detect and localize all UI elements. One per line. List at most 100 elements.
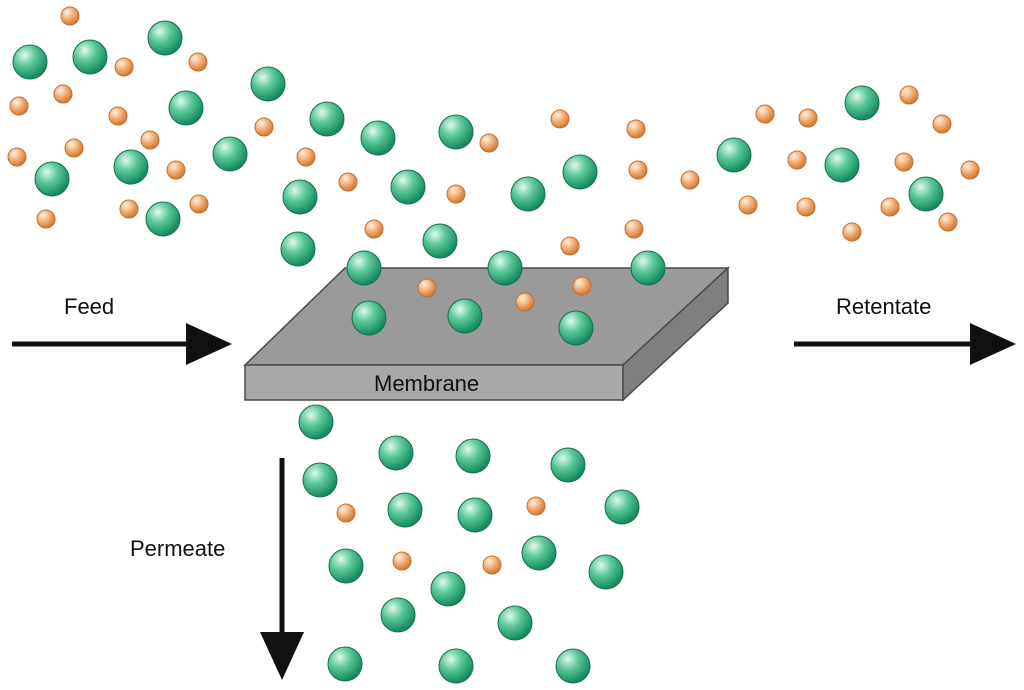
small-particle: [338, 172, 358, 192]
small-particle: [680, 170, 700, 190]
retentate-arrow: [794, 323, 1016, 365]
small-particle: [796, 197, 816, 217]
feed-label: Feed: [64, 294, 114, 319]
large-particle: [378, 435, 414, 471]
small-particle: [7, 147, 27, 167]
small-particle: [188, 52, 208, 72]
small-particle: [254, 117, 274, 137]
membrane-side-face: [622, 266, 729, 402]
small-particle: [932, 114, 952, 134]
large-particle: [438, 114, 474, 150]
large-particle: [328, 548, 364, 584]
small-particle: [296, 147, 316, 167]
small-particle: [119, 199, 139, 219]
large-particle: [716, 137, 752, 173]
membrane: [243, 266, 730, 402]
large-particle: [390, 169, 426, 205]
large-particle: [360, 120, 396, 156]
large-particle: [387, 492, 423, 528]
large-particle: [34, 161, 70, 197]
small-particle: [787, 150, 807, 170]
small-particle: [550, 109, 570, 129]
small-particle: [515, 292, 535, 312]
small-particle: [336, 503, 356, 523]
feed-arrow: [12, 323, 232, 365]
large-particle: [487, 250, 523, 286]
large-particle: [550, 447, 586, 483]
small-particle: [36, 209, 56, 229]
large-particle: [168, 90, 204, 126]
large-particle: [604, 489, 640, 525]
small-particle: [482, 555, 502, 575]
large-particle: [497, 605, 533, 641]
small-particle: [140, 130, 160, 150]
large-particle: [147, 20, 183, 56]
large-particle: [282, 179, 318, 215]
small-particle: [798, 108, 818, 128]
small-particle: [755, 104, 775, 124]
permeate-arrow: [260, 458, 304, 680]
small-particle: [189, 194, 209, 214]
particle-layer: [7, 6, 980, 684]
large-particle: [309, 101, 345, 137]
large-particle: [558, 310, 594, 346]
small-particle: [53, 84, 73, 104]
permeate-label: Permeate: [130, 536, 225, 561]
large-particle: [555, 648, 591, 684]
small-particle: [9, 96, 29, 116]
large-particle: [521, 535, 557, 571]
small-particle: [479, 133, 499, 153]
small-particle: [446, 184, 466, 204]
large-particle: [212, 136, 248, 172]
small-particle: [938, 212, 958, 232]
large-particle: [298, 404, 334, 440]
large-particle: [630, 250, 666, 286]
large-particle: [510, 176, 546, 212]
small-particle: [392, 551, 412, 571]
small-particle: [60, 6, 80, 26]
large-particle: [145, 201, 181, 237]
large-particle: [422, 223, 458, 259]
small-particle: [894, 152, 914, 172]
small-particle: [572, 276, 592, 296]
retentate-label: Retentate: [836, 294, 931, 319]
small-particle: [560, 236, 580, 256]
large-particle: [346, 250, 382, 286]
large-particle: [430, 571, 466, 607]
large-particle: [250, 66, 286, 102]
small-particle: [842, 222, 862, 242]
large-particle: [351, 300, 387, 336]
small-particle: [738, 195, 758, 215]
small-particle: [624, 219, 644, 239]
large-particle: [380, 597, 416, 633]
small-particle: [166, 160, 186, 180]
large-particle: [302, 462, 338, 498]
small-particle: [108, 106, 128, 126]
small-particle: [628, 160, 648, 180]
large-particle: [113, 149, 149, 185]
large-particle: [447, 298, 483, 334]
large-particle: [457, 497, 493, 533]
large-particle: [455, 438, 491, 474]
small-particle: [417, 278, 437, 298]
large-particle: [280, 231, 316, 267]
small-particle: [526, 496, 546, 516]
large-particle: [327, 646, 363, 682]
small-particle: [899, 85, 919, 105]
membrane-label: Membrane: [374, 371, 479, 396]
large-particle: [844, 85, 880, 121]
large-particle: [438, 648, 474, 684]
small-particle: [64, 138, 84, 158]
small-particle: [960, 160, 980, 180]
small-particle: [364, 219, 384, 239]
large-particle: [12, 44, 48, 80]
large-particle: [588, 554, 624, 590]
large-particle: [908, 176, 944, 212]
large-particle: [824, 147, 860, 183]
small-particle: [880, 197, 900, 217]
large-particle: [562, 154, 598, 190]
small-particle: [626, 119, 646, 139]
large-particle: [72, 39, 108, 75]
small-particle: [114, 57, 134, 77]
